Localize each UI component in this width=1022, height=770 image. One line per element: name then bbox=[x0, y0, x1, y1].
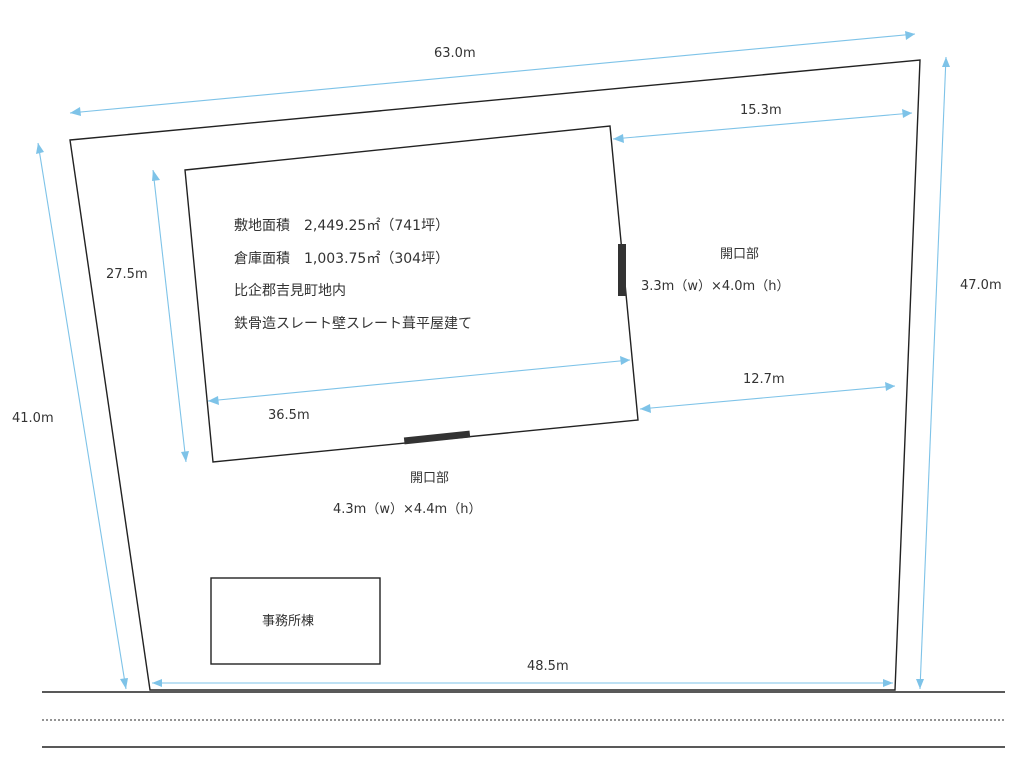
office-label: 事務所棟 bbox=[262, 614, 314, 629]
dim-arrow bbox=[152, 170, 160, 181]
south-opening-size: 4.3m（w）×4.4m（h） bbox=[333, 502, 481, 517]
dim-arrow bbox=[70, 107, 81, 116]
dim-label-gap-top-right: 15.3m bbox=[740, 103, 782, 118]
warehouse-site-area: 敷地面積 2,449.25㎡（741坪） bbox=[234, 218, 449, 234]
dim-label-warehouse-height: 27.5m bbox=[106, 267, 148, 282]
site-boundary bbox=[69, 59, 921, 691]
south-opening-marker bbox=[403, 430, 471, 445]
dim-arrow bbox=[620, 356, 630, 365]
dim-label-site-bottom: 48.5m bbox=[527, 659, 569, 674]
warehouse-floor-area: 倉庫面積 1,003.75㎡（304坪） bbox=[234, 250, 449, 267]
dim-arrow bbox=[883, 679, 893, 687]
dim-arrow bbox=[905, 31, 915, 40]
dim-line-warehouse-height bbox=[152, 169, 187, 463]
dim-line-gap-bottom-right bbox=[639, 385, 896, 410]
dim-line-warehouse-width bbox=[207, 359, 631, 402]
dim-arrow bbox=[208, 396, 219, 405]
dim-line-site-top bbox=[69, 33, 916, 114]
dim-arrow bbox=[120, 678, 128, 689]
dim-arrow bbox=[181, 451, 189, 462]
dim-label-gap-bottom-right: 12.7m bbox=[743, 372, 785, 387]
dim-label-site-left: 41.0m bbox=[12, 411, 54, 426]
warehouse-construction: 鉄骨造スレート壁スレート葺平屋建て bbox=[234, 316, 472, 332]
east-opening-title: 開口部 bbox=[720, 247, 759, 262]
warehouse-location: 比企郡吉見町地内 bbox=[234, 282, 346, 299]
dim-label-site-top: 63.0m bbox=[434, 46, 476, 61]
dim-arrow bbox=[942, 57, 950, 67]
south-opening-title: 開口部 bbox=[410, 471, 449, 486]
dim-arrow bbox=[36, 143, 44, 154]
east-opening-marker bbox=[618, 244, 626, 296]
dim-arrow bbox=[152, 679, 162, 687]
east-opening-size: 3.3m（w）×4.0m（h） bbox=[641, 279, 789, 294]
dim-arrow bbox=[613, 134, 624, 143]
dim-label-site-right: 47.0m bbox=[960, 278, 1002, 293]
office-building bbox=[210, 577, 381, 665]
warehouse-outline bbox=[184, 125, 639, 463]
dim-arrow bbox=[640, 404, 651, 413]
dim-line-site-left bbox=[37, 142, 127, 690]
dim-arrow bbox=[902, 109, 912, 118]
dim-label-warehouse-width: 36.5m bbox=[268, 408, 310, 423]
dim-line-gap-top-right bbox=[612, 112, 913, 140]
dim-arrow bbox=[916, 679, 924, 689]
dim-line-site-right bbox=[919, 56, 947, 690]
dim-arrow bbox=[885, 382, 895, 391]
